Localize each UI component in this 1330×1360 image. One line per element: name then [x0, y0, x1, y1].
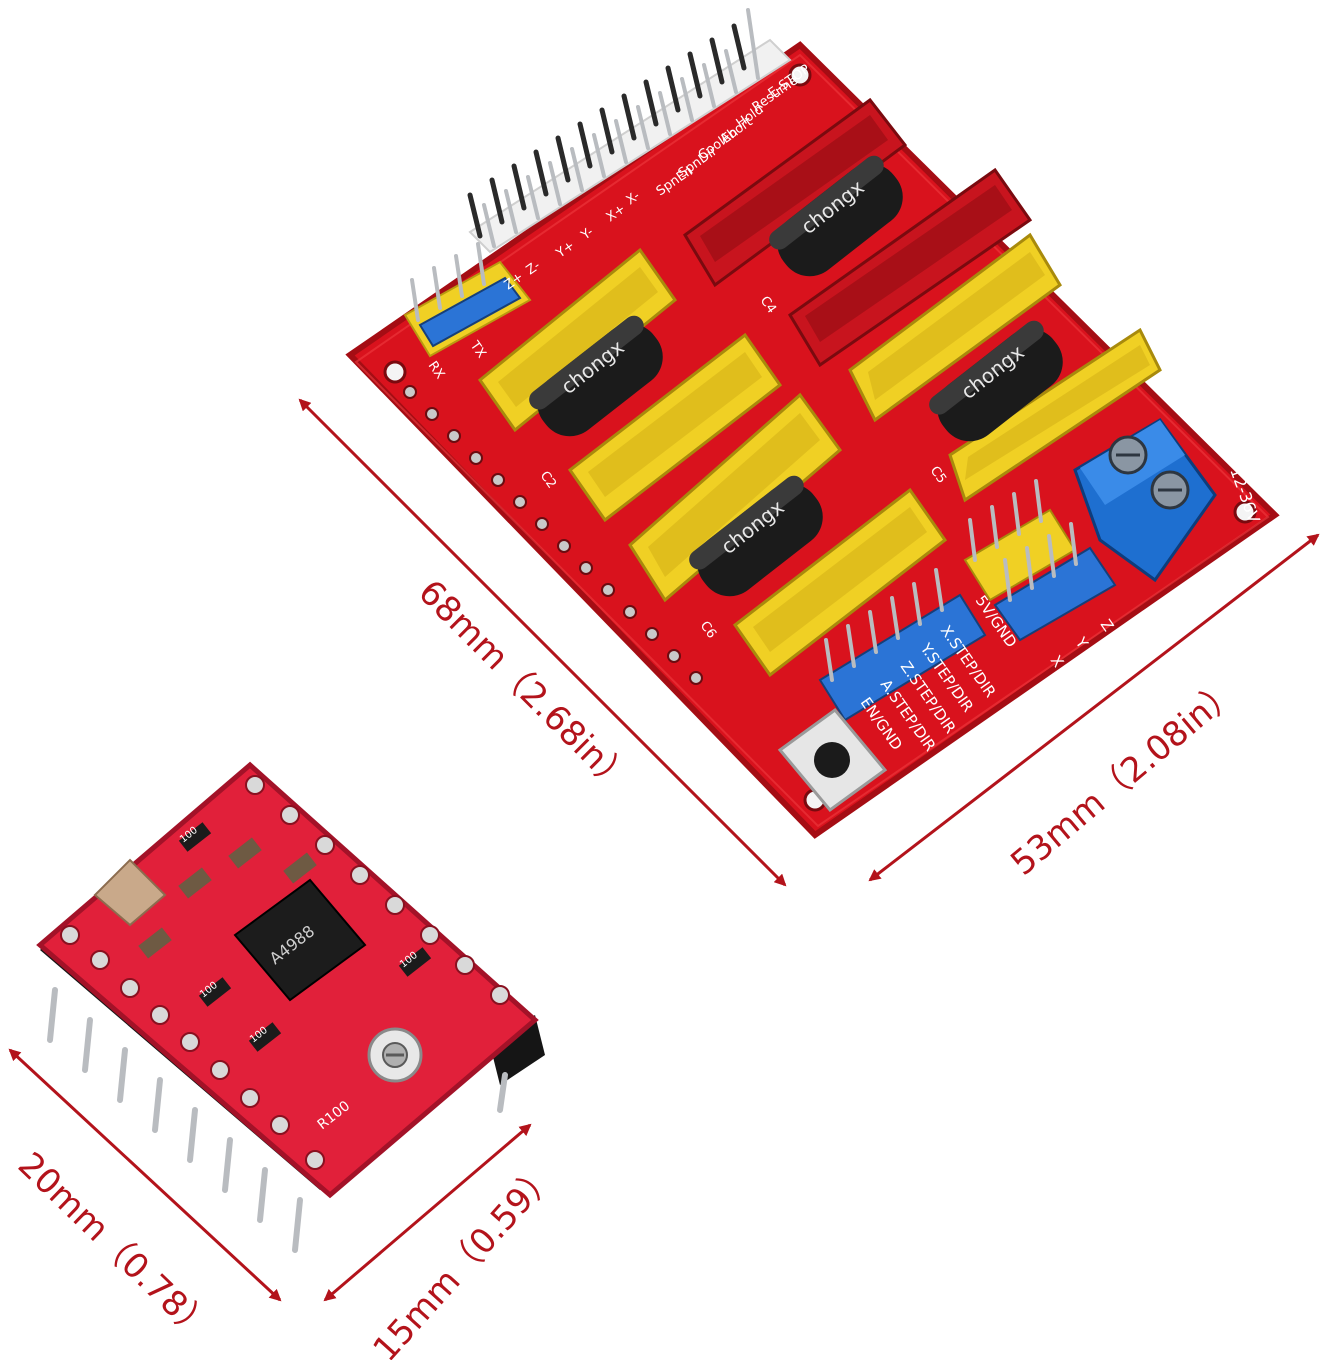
trimmer-potentiometer: [367, 1027, 423, 1083]
limit-switch-header: [467, 8, 792, 254]
uart-header: [403, 242, 532, 358]
arrow-driver-length: [8, 1048, 282, 1302]
arrow-driver-width: [323, 1123, 532, 1302]
arrow-shield-length: [298, 398, 787, 887]
dimension-arrows: [8, 398, 1320, 1302]
red-sockets: [683, 97, 1033, 368]
arrow-shield-width: [868, 533, 1320, 882]
driver-smd-parts: [93, 822, 432, 1052]
driver-chip: A4988: [233, 878, 367, 1002]
cnc-shield-board: chongx chongx chongx chongx 12-36V: [345, 8, 1280, 839]
